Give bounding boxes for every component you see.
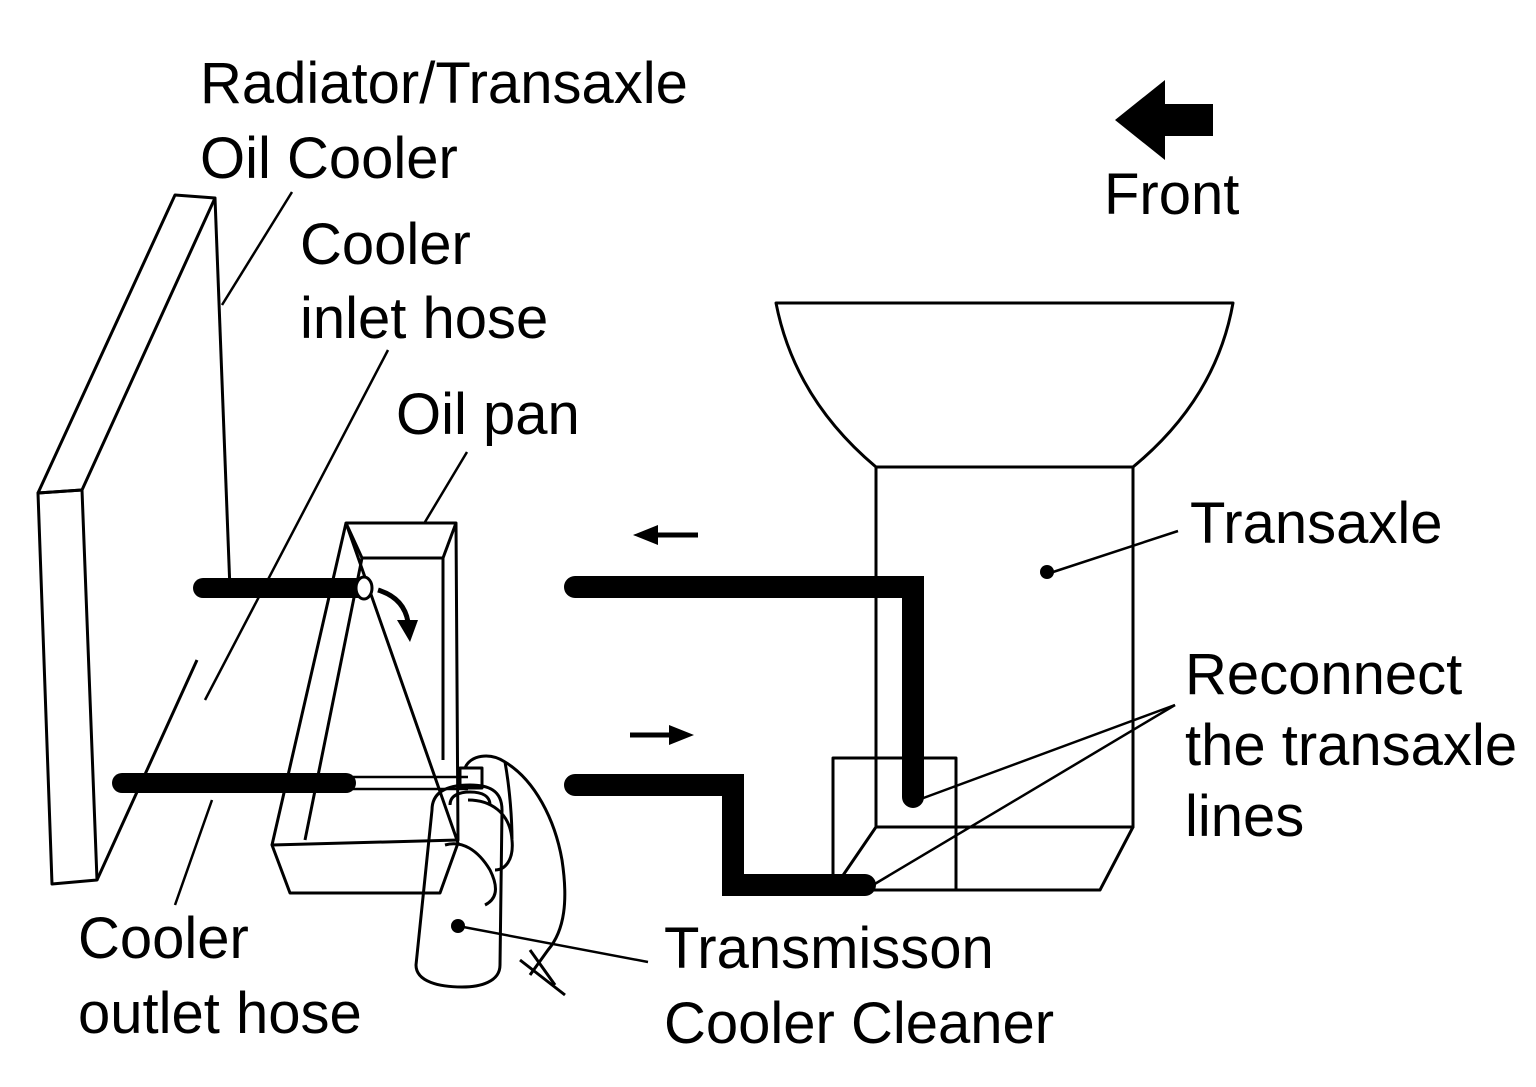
- label-reconnect-2: the transaxle: [1185, 713, 1517, 778]
- radiator-oil-cooler: [36, 193, 232, 886]
- flow-arrow-right: [630, 725, 694, 745]
- transaxle-lines: [564, 576, 924, 896]
- label-reconnect-3: lines: [1185, 784, 1304, 849]
- flow-arrow-left: [633, 525, 698, 545]
- label-cooler-cleaner-2: Cooler Cleaner: [664, 991, 1054, 1056]
- label-radiator-oil-cooler-1: Radiator/Transaxle: [200, 51, 688, 116]
- hand-icon: [444, 754, 567, 997]
- transaxle-body: [774, 301, 1235, 892]
- label-cooler-inlet-hose-1: Cooler: [300, 212, 471, 277]
- label-reconnect-1: Reconnect: [1185, 642, 1462, 707]
- label-cooler-cleaner-1: Transmisson: [664, 916, 994, 981]
- cleaner-spray-can: [414, 766, 504, 989]
- label-cooler-outlet-hose-1: Cooler: [78, 906, 249, 971]
- label-transaxle: Transaxle: [1190, 491, 1443, 556]
- label-cooler-inlet-hose-2: inlet hose: [300, 286, 548, 351]
- leader-lines: [173, 191, 1179, 964]
- drain-flow-arrow: [377, 587, 418, 642]
- label-radiator-oil-cooler-2: Oil Cooler: [200, 126, 458, 191]
- front-arrow-icon: [1115, 80, 1213, 160]
- label-oil-pan: Oil pan: [396, 382, 580, 447]
- label-front: Front: [1104, 162, 1239, 227]
- cooler-inlet-hose: [193, 575, 374, 601]
- cooler-outlet-hose: [112, 773, 468, 793]
- label-cooler-outlet-hose-2: outlet hose: [78, 981, 362, 1046]
